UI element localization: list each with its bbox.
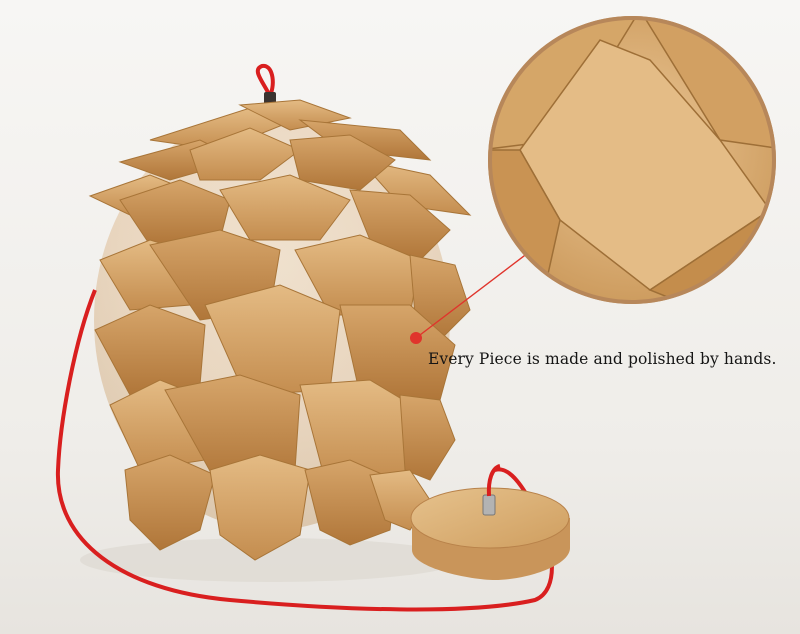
product-caption: Every Piece is made and polished by hand… [428,350,777,368]
pointer-line [415,239,546,339]
pointer-dot-lamp [410,332,422,344]
pinecone-lamp [88,99,472,561]
ceiling-canopy [410,464,570,580]
floor-shadow [80,538,460,582]
top-cord [255,63,275,97]
magnified-detail-inset [488,16,776,304]
